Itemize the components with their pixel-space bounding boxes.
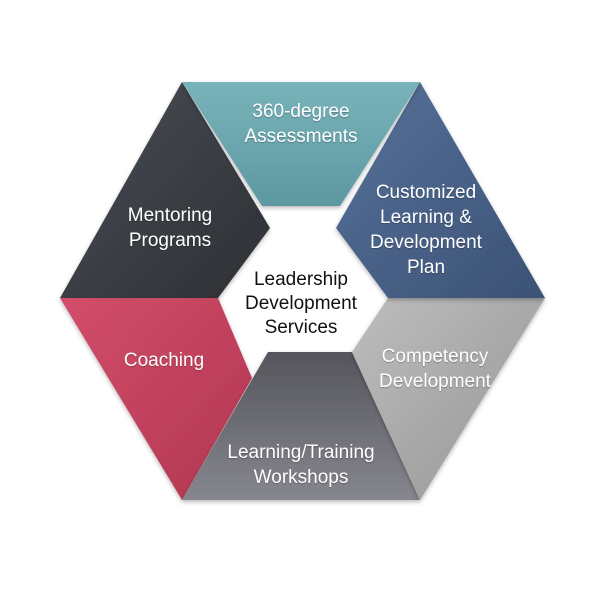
mentoring-label: Mentoring Programs xyxy=(100,203,240,253)
segment-assessments xyxy=(182,82,420,206)
assessments-label: 360-degree Assessments xyxy=(212,99,390,149)
center-title: Leadership Development Services xyxy=(228,268,374,340)
workshops-line-1: Learning/Training xyxy=(227,442,375,463)
workshops-label: Learning/Training Workshops xyxy=(206,440,396,490)
center-line-1: Leadership xyxy=(253,269,349,290)
coaching-label: Coaching xyxy=(104,348,224,373)
competency-line-2: Development xyxy=(379,371,491,392)
segment-coaching xyxy=(60,298,252,500)
assessments-line-2: Assessments xyxy=(244,126,358,147)
segment-customized-learning xyxy=(336,82,545,298)
coaching-line-1: Coaching xyxy=(123,350,205,371)
segment-workshops xyxy=(182,352,420,500)
workshops-line-2: Workshops xyxy=(253,467,349,488)
customized-learning-label: Customized Learning & Development Plan xyxy=(352,180,500,280)
assessments-line-1: 360-degree xyxy=(252,101,350,122)
competency-line-1: Competency xyxy=(381,346,489,367)
customized-line-4: Plan xyxy=(406,257,446,278)
mentoring-line-1: Mentoring xyxy=(127,205,213,226)
competency-label: Competency Development xyxy=(360,344,510,394)
customized-line-1: Customized xyxy=(375,182,477,203)
center-line-2: Development xyxy=(245,293,357,314)
mentoring-line-2: Programs xyxy=(128,230,212,251)
center-line-3: Services xyxy=(264,317,338,338)
segment-mentoring xyxy=(60,82,270,298)
customized-line-2: Learning & xyxy=(380,207,472,228)
customized-line-3: Development xyxy=(370,232,482,253)
segment-competency xyxy=(352,298,545,500)
